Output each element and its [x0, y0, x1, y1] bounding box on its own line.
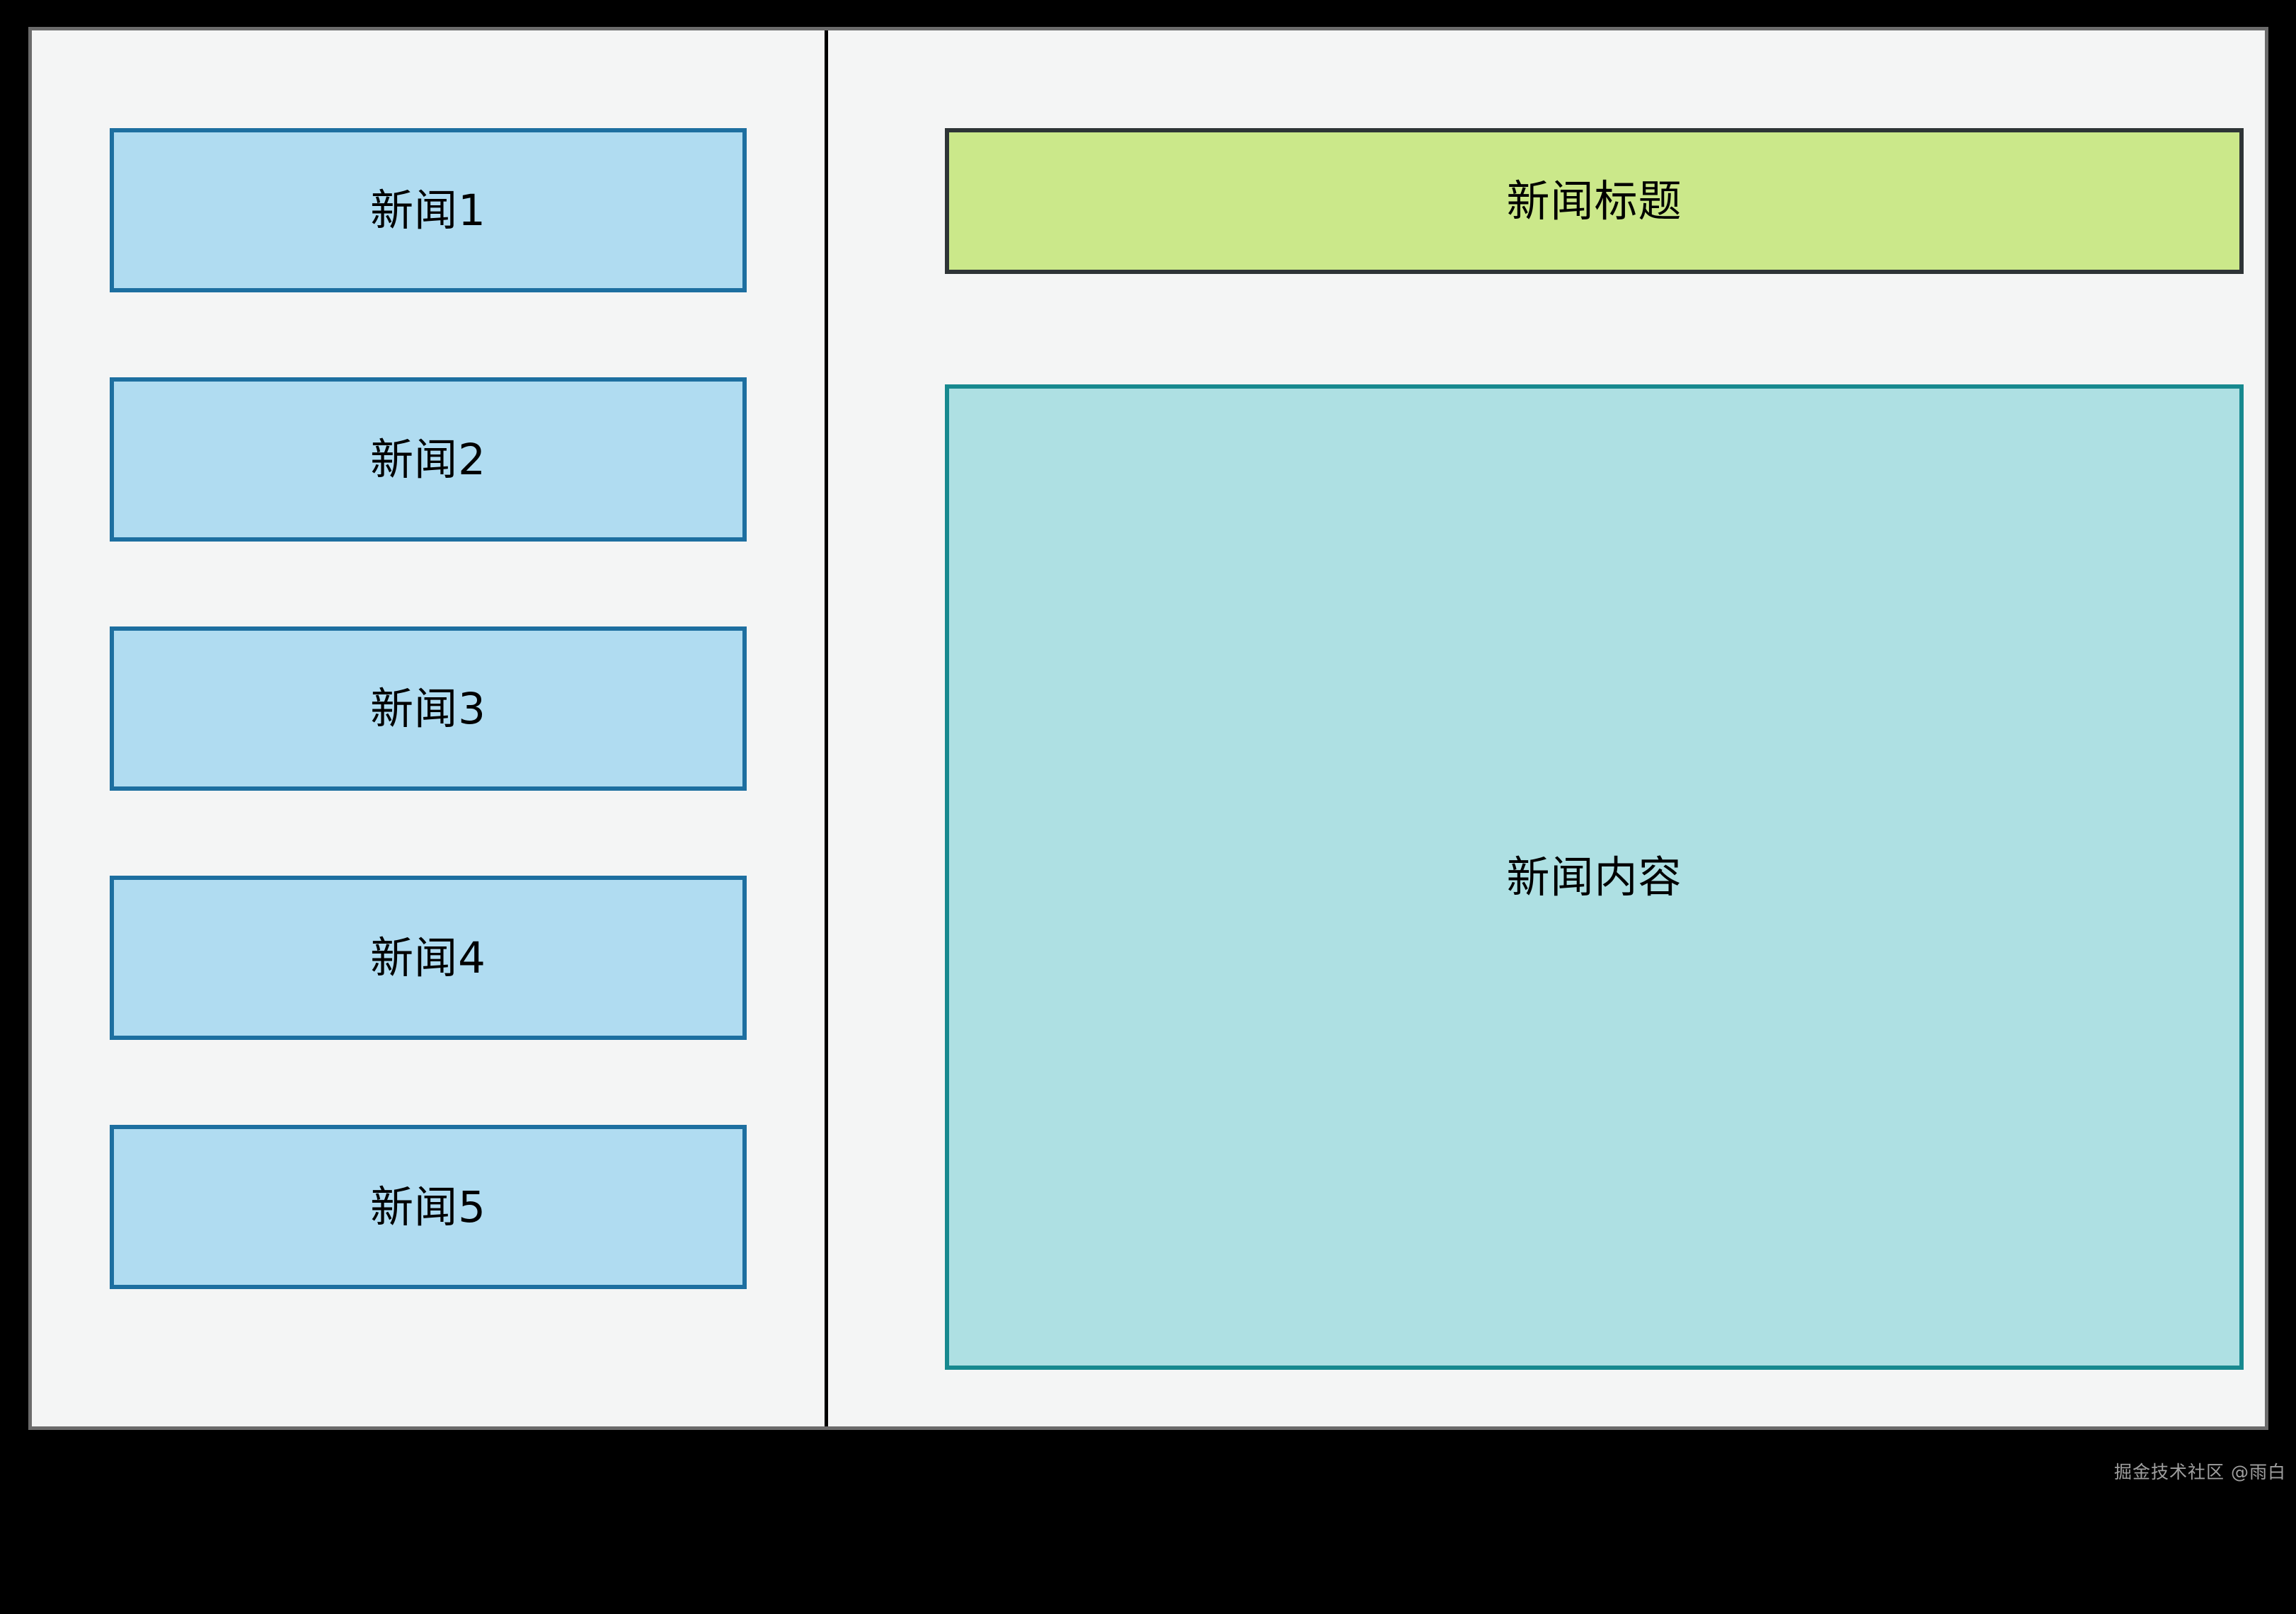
news-list-item[interactable]: 新闻5	[110, 1125, 747, 1289]
news-list-item-label: 新闻2	[370, 434, 486, 485]
news-content-box: 新闻内容	[945, 384, 2244, 1370]
news-list-item-label: 新闻4	[370, 932, 486, 983]
watermark: 掘金技术社区 @雨白	[2114, 1462, 2286, 1482]
news-list-panel: 新闻1 新闻2 新闻3 新闻4 新闻5	[32, 30, 825, 1426]
news-detail-panel: 新闻标题 新闻内容	[828, 30, 2268, 1426]
news-list-item[interactable]: 新闻4	[110, 876, 747, 1040]
news-list-item-label: 新闻1	[370, 185, 486, 236]
column-divider	[825, 30, 828, 1426]
news-list-item[interactable]: 新闻3	[110, 626, 747, 791]
news-content-text: 新闻内容	[1506, 852, 1682, 903]
news-title-box: 新闻标题	[945, 128, 2244, 274]
news-list-item[interactable]: 新闻1	[110, 128, 747, 292]
app-frame: 新闻1 新闻2 新闻3 新闻4 新闻5 新闻标题 新闻内容	[28, 27, 2268, 1430]
news-list-item[interactable]: 新闻2	[110, 377, 747, 542]
news-list-item-label: 新闻3	[370, 683, 486, 734]
news-list-item-label: 新闻5	[370, 1181, 486, 1232]
news-title-text: 新闻标题	[1506, 176, 1682, 227]
